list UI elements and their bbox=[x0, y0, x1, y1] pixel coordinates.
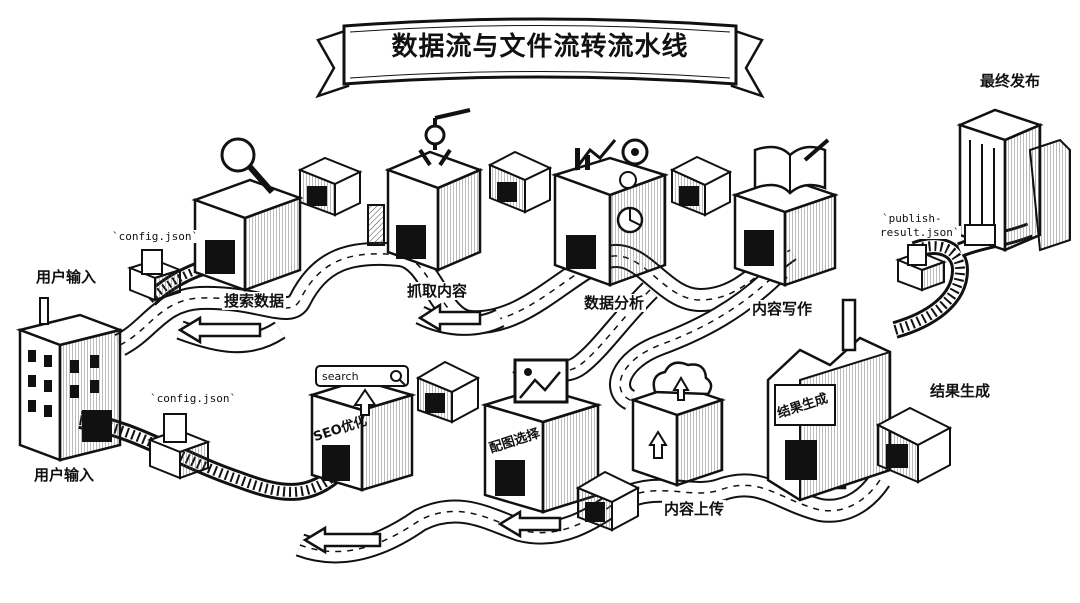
file-label-config-bottom: `config.json` bbox=[148, 392, 239, 405]
file-label-config-top: `config.json` bbox=[110, 230, 201, 243]
stage-label-user-input-bottom: 用户输入 bbox=[32, 466, 97, 484]
file-box-publish-result bbox=[895, 244, 947, 292]
file-label-publish-result-line1: `publish- bbox=[880, 212, 944, 225]
fetch-building bbox=[367, 108, 484, 272]
stage-label-content-writing: 内容写作 bbox=[750, 300, 815, 318]
stage-label-user-input-top: 用户输入 bbox=[34, 268, 99, 286]
small-warehouse bbox=[297, 156, 363, 217]
stage-label-result-generation: 结果生成 bbox=[928, 382, 993, 400]
small-warehouse bbox=[487, 150, 553, 214]
small-warehouse bbox=[575, 470, 641, 532]
writing-building bbox=[731, 138, 839, 287]
search-building bbox=[191, 137, 304, 292]
file-box-config-top bbox=[127, 249, 183, 302]
title-banner bbox=[315, 17, 765, 99]
stage-label-content-upload: 内容上传 bbox=[662, 500, 727, 518]
seo-building bbox=[307, 365, 417, 492]
search-box-text: search bbox=[322, 370, 359, 383]
result-factory bbox=[766, 298, 892, 502]
user-input-building bbox=[15, 297, 125, 462]
file-box-config-bottom bbox=[147, 413, 211, 480]
small-warehouse bbox=[669, 155, 733, 217]
small-warehouse bbox=[415, 360, 481, 424]
stage-label-search-data: 搜索数据 bbox=[222, 292, 287, 310]
file-label-publish-result-line2: result.json` bbox=[878, 226, 962, 239]
diagram-title: 数据流与文件流转流水线 bbox=[391, 32, 689, 62]
analysis-building bbox=[551, 138, 669, 287]
upload-building bbox=[629, 361, 726, 487]
stage-label-data-analysis: 数据分析 bbox=[582, 294, 647, 312]
publish-tower bbox=[956, 108, 1071, 252]
stage-label-fetch-content: 抓取内容 bbox=[405, 282, 470, 300]
stage-label-final-publish: 最终发布 bbox=[978, 72, 1043, 90]
small-warehouse bbox=[875, 406, 953, 484]
